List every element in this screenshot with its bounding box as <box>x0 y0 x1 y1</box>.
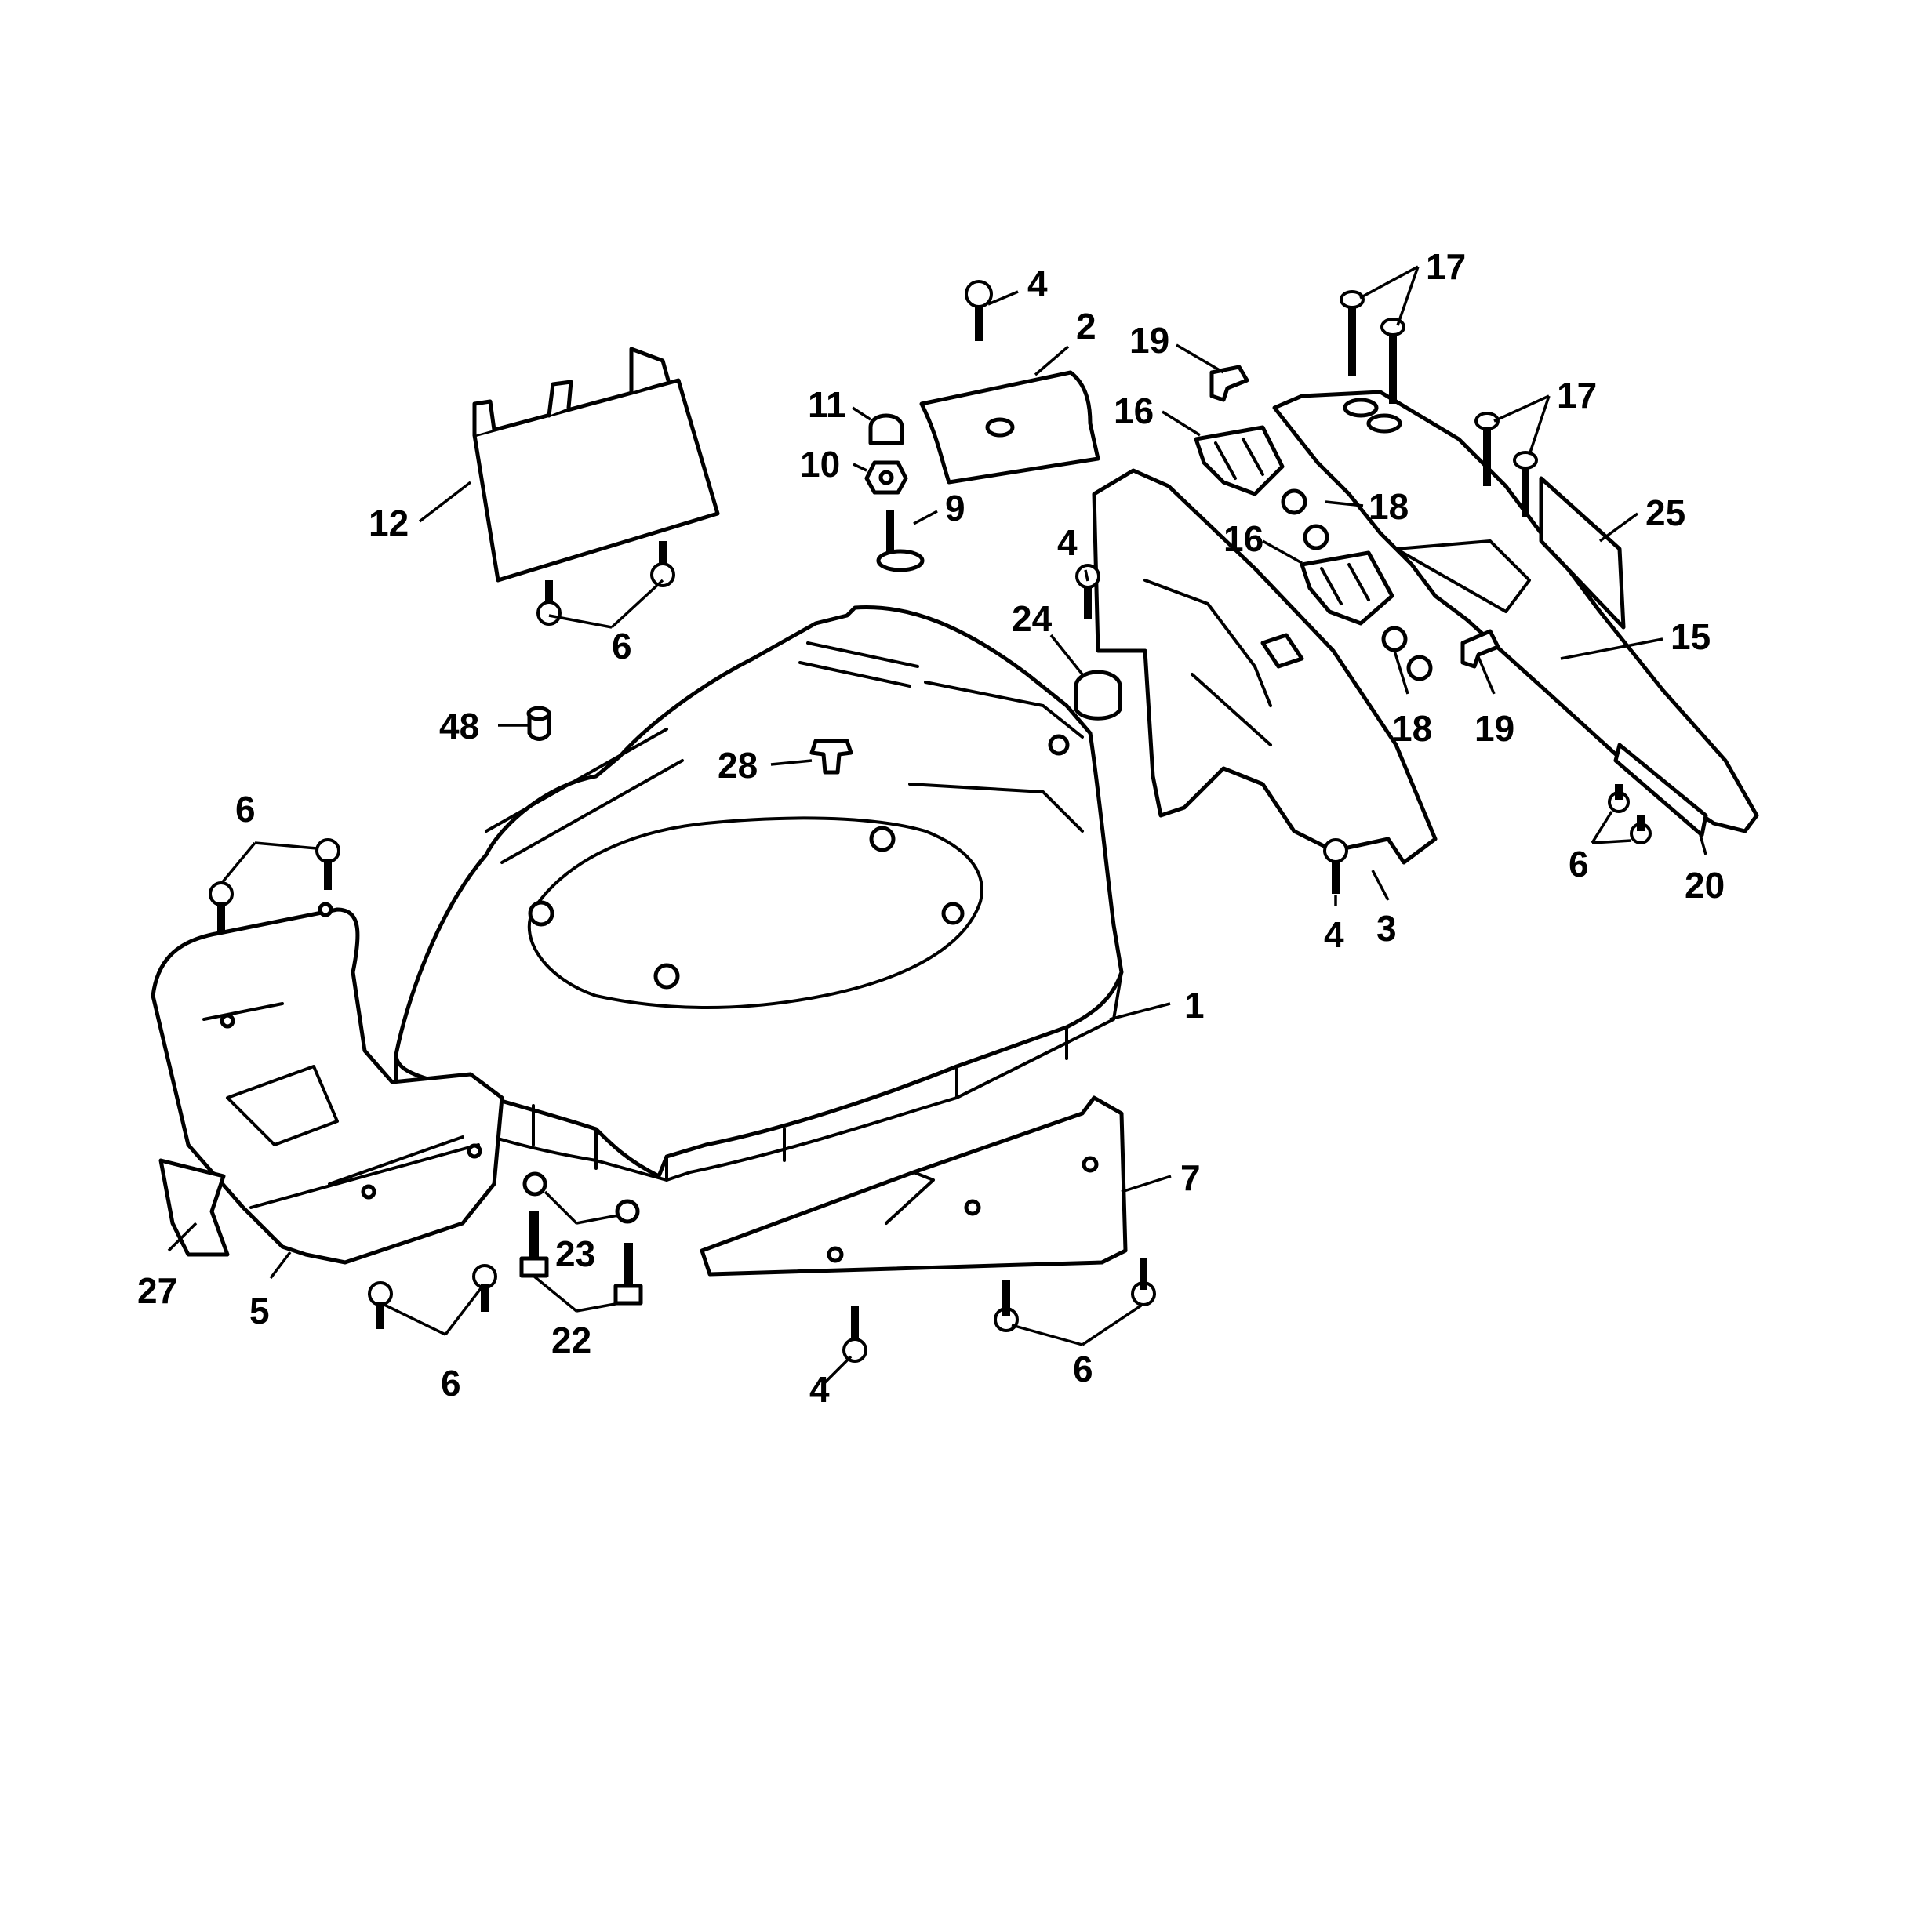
leader-lines <box>167 265 1707 1385</box>
callout-28: 28 <box>718 745 758 786</box>
part-1-deck-housing <box>394 605 1124 1182</box>
callout-17-lower: 17 <box>1557 375 1597 416</box>
part-22-bolts <box>519 1211 643 1306</box>
callout-6-plate: 6 <box>612 626 632 666</box>
part-16-upper-clamp <box>1194 425 1285 496</box>
part-16-lower-clamp <box>1300 550 1394 626</box>
callout-19-lower: 19 <box>1474 708 1514 749</box>
part-10-nut <box>864 460 908 495</box>
callout-12: 12 <box>369 503 409 543</box>
callout-7: 7 <box>1180 1157 1201 1198</box>
callout-4-mid: 4 <box>1057 522 1078 563</box>
part-2-top-bracket <box>919 370 1100 485</box>
callout-16-upper: 16 <box>1114 390 1154 431</box>
callout-6-bottom-right: 6 <box>1073 1349 1093 1389</box>
part-24-bushing <box>1074 670 1122 721</box>
callout-4-top: 4 <box>1027 263 1048 304</box>
part-6-screws-left-bottom <box>368 1264 497 1329</box>
callout-18-upper: 18 <box>1369 486 1409 527</box>
part-19-lower-knob <box>1460 629 1500 669</box>
callout-5: 5 <box>249 1291 270 1331</box>
callout-11: 11 <box>808 384 846 425</box>
part-28-clip <box>809 739 853 775</box>
part-15-handle-arm <box>1272 390 1759 833</box>
callout-4-chute: 4 <box>1324 914 1344 955</box>
part-11-cap-nut <box>868 413 904 445</box>
part-6-screws-bottom-right <box>994 1258 1156 1332</box>
callout-15: 15 <box>1671 616 1711 657</box>
part-5-left-cover <box>151 902 504 1265</box>
part-17-screws-upper <box>1340 290 1405 404</box>
callout-2: 2 <box>1076 306 1096 347</box>
part-18-nut-lower <box>1381 626 1433 681</box>
part-25-plate <box>1539 476 1626 630</box>
callout-6-left-top: 6 <box>235 789 256 830</box>
part-23-washers <box>522 1171 640 1224</box>
callout-48: 48 <box>439 706 479 746</box>
part-18-nut-upper <box>1281 488 1329 550</box>
part-4-screw-chute <box>1323 838 1348 894</box>
part-19-upper-knob <box>1209 365 1249 402</box>
part-17-screws-lower <box>1474 412 1538 518</box>
callout-16-lower: 16 <box>1223 518 1263 559</box>
part-7-lower-skirt <box>700 1095 1128 1276</box>
callout-24: 24 <box>1012 598 1053 639</box>
part-48-cylinder <box>526 706 551 741</box>
part-27-small-plate <box>158 1158 230 1257</box>
callout-6-right: 6 <box>1569 844 1589 884</box>
part-20-plate <box>1613 743 1708 837</box>
callout-19-upper: 19 <box>1129 320 1169 361</box>
callout-20: 20 <box>1685 865 1725 906</box>
callout-23: 23 <box>555 1233 595 1274</box>
callout-9: 9 <box>945 488 965 528</box>
callout-25: 25 <box>1645 492 1685 533</box>
callout-1: 1 <box>1184 985 1205 1026</box>
callout-4-bottom: 4 <box>809 1369 830 1410</box>
part-6-screws-right <box>1608 784 1652 844</box>
part-4-screw-top <box>965 280 993 341</box>
part-4-screw-bottom <box>842 1306 867 1363</box>
part-6-screws-plate <box>536 541 675 626</box>
part-12-plate <box>472 347 720 583</box>
callout-3: 3 <box>1376 908 1397 949</box>
callout-27: 27 <box>137 1270 177 1311</box>
callout-17-upper: 17 <box>1426 246 1466 287</box>
part-9-bolt <box>876 510 925 572</box>
callout-18-lower: 18 <box>1392 708 1432 749</box>
callout-22: 22 <box>551 1320 591 1360</box>
callout-6-left-bottom: 6 <box>441 1363 461 1404</box>
callout-10: 10 <box>800 444 840 485</box>
callout-labels: 4 2 17 19 11 16 17 10 12 9 18 25 4 16 24… <box>137 246 1725 1410</box>
